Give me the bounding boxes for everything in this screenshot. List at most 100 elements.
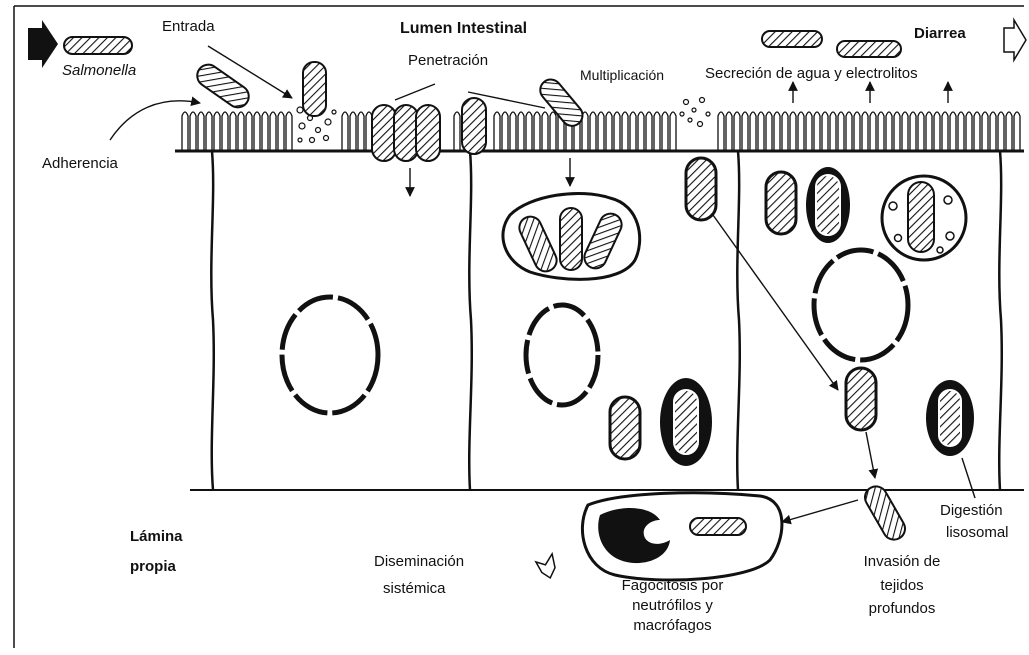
nucleus-cell-1 bbox=[282, 297, 378, 413]
microvillus bbox=[774, 112, 780, 151]
microvillus bbox=[878, 112, 884, 151]
microvillus bbox=[662, 112, 668, 151]
penetration-pointer-2 bbox=[395, 84, 435, 100]
microvillus bbox=[726, 112, 732, 151]
microvillus bbox=[958, 112, 964, 151]
label-lamina-l2: propia bbox=[130, 558, 176, 576]
microvillus bbox=[454, 112, 460, 151]
intracellular-bacterium-3 bbox=[610, 397, 640, 459]
microvillus bbox=[518, 112, 524, 151]
label-invasion-l1: Invasión de bbox=[846, 553, 958, 571]
microvillus bbox=[966, 112, 972, 151]
label-invasion-l3: profundos bbox=[846, 600, 958, 618]
bacterium-lumen-2 bbox=[837, 41, 901, 57]
microvillus bbox=[246, 112, 252, 151]
microvillus bbox=[278, 112, 284, 151]
microvillus bbox=[182, 112, 188, 151]
microvillus bbox=[214, 112, 220, 151]
microvillus bbox=[254, 112, 260, 151]
microvillus bbox=[918, 112, 924, 151]
microvillus bbox=[974, 112, 980, 151]
label-invasion-l2: tejidos bbox=[846, 577, 958, 595]
label-secrecion: Secreción de agua y electrolitos bbox=[705, 65, 918, 83]
multiplication-particles bbox=[680, 98, 710, 127]
cell-boundary-4 bbox=[999, 151, 1002, 490]
lysosome-bacterium-3 bbox=[939, 390, 961, 446]
microvillus bbox=[806, 112, 812, 151]
microvillus bbox=[902, 112, 908, 151]
microvillus bbox=[270, 112, 276, 151]
microvillus bbox=[358, 112, 364, 151]
microvillus bbox=[638, 112, 644, 151]
label-diarrea: Diarrea bbox=[914, 25, 966, 43]
label-adherencia: Adherencia bbox=[42, 155, 118, 173]
microvillus bbox=[622, 112, 628, 151]
intracellular-bacterium-4 bbox=[846, 368, 876, 430]
microvillus bbox=[894, 112, 900, 151]
label-fagocitosis-l2: neutrófilos y bbox=[600, 597, 745, 615]
microvillus bbox=[1006, 112, 1012, 151]
phagocytosed-bacterium bbox=[690, 518, 746, 535]
dissemination-arrow-icon bbox=[535, 554, 559, 581]
microvillus bbox=[630, 112, 636, 151]
cell-boundary-2 bbox=[469, 151, 472, 490]
microvillus bbox=[838, 112, 844, 151]
microvillus bbox=[238, 112, 244, 151]
bacteria-penetration-cluster bbox=[372, 98, 486, 161]
microvillus bbox=[350, 112, 356, 151]
microvillus bbox=[742, 112, 748, 151]
invading-bacterium bbox=[861, 482, 909, 543]
bacterium-entering bbox=[303, 62, 326, 116]
microvillus bbox=[670, 112, 676, 151]
microvillus bbox=[750, 112, 756, 151]
microvillus bbox=[646, 112, 652, 151]
microvillus bbox=[758, 112, 764, 151]
microvillus bbox=[198, 112, 204, 151]
microvillus bbox=[230, 112, 236, 151]
label-salmonella: Salmonella bbox=[62, 62, 136, 80]
microvillus bbox=[886, 112, 892, 151]
label-penetracion: Penetración bbox=[408, 52, 488, 70]
microvillus bbox=[862, 112, 868, 151]
microvillus bbox=[814, 112, 820, 151]
label-fagocitosis-l3: macrófagos bbox=[600, 617, 745, 635]
microvillus bbox=[822, 112, 828, 151]
microvillus bbox=[222, 112, 228, 151]
microvillus bbox=[534, 112, 540, 151]
lysosome-bacterium-1 bbox=[816, 175, 840, 235]
vacuole-bacterium-2 bbox=[560, 208, 582, 270]
adherence-arrow bbox=[110, 101, 200, 140]
diarrhea-arrow-icon bbox=[1004, 20, 1026, 60]
label-diseminacion-l1: Diseminación bbox=[374, 553, 464, 571]
microvillus bbox=[606, 112, 612, 151]
microvillus bbox=[870, 112, 876, 151]
microvillus bbox=[910, 112, 916, 151]
microvillus bbox=[550, 112, 556, 151]
digestion-pointer bbox=[962, 458, 975, 498]
label-diseminacion-l2: sistémica bbox=[383, 580, 446, 598]
microvillus bbox=[526, 112, 532, 151]
microvillus bbox=[934, 112, 940, 151]
label-fagocitosis-l1: Fagocitosis por bbox=[600, 577, 745, 595]
microvillus bbox=[1014, 112, 1020, 151]
microvillus bbox=[190, 112, 196, 151]
legend-arrow-icon bbox=[28, 20, 58, 68]
microvillus bbox=[950, 112, 956, 151]
microvillus bbox=[998, 112, 1004, 151]
microvillus bbox=[766, 112, 772, 151]
legend-bacterium bbox=[64, 37, 132, 54]
invasion-arrow-2 bbox=[866, 432, 875, 478]
cell-boundary-3 bbox=[737, 151, 740, 490]
phagolysosome-bacterium bbox=[908, 182, 934, 252]
microvillus bbox=[854, 112, 860, 151]
microvillus bbox=[798, 112, 804, 151]
label-lumen-intestinal: Lumen Intestinal bbox=[400, 20, 527, 38]
microvillus bbox=[782, 112, 788, 151]
label-lamina-l1: Lámina bbox=[130, 528, 183, 546]
cell-boundary-1 bbox=[211, 151, 213, 490]
microvillus bbox=[982, 112, 988, 151]
microvillus bbox=[942, 112, 948, 151]
invasion-arrow-1 bbox=[713, 215, 838, 390]
microvillus bbox=[342, 112, 348, 151]
